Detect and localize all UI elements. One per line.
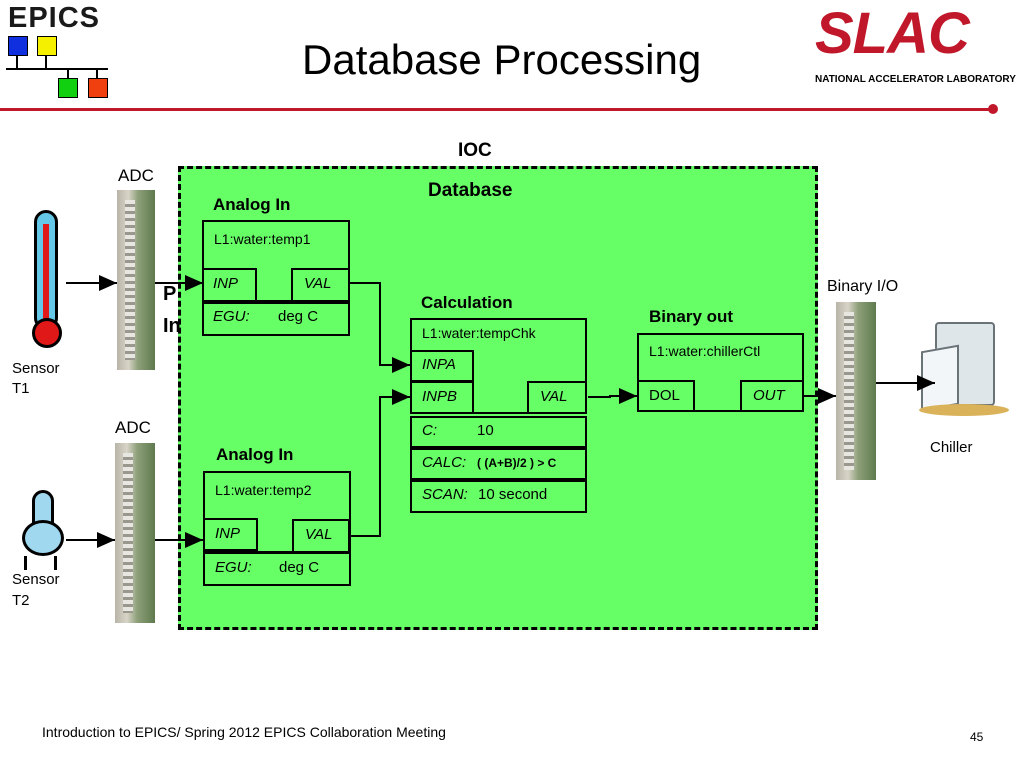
calc-scan-field [410,480,587,513]
calc-inpa-label: INPA [422,356,456,373]
bo-out-field [740,380,804,412]
binary-io-label: Binary I/O [827,278,899,295]
ai1-inp-field [202,268,257,302]
chiller-label: Chiller [930,439,973,456]
arrow-ai1-val-to-inpa [349,282,410,373]
ai2-inp-field [203,518,258,551]
adc2-card-image [115,443,155,623]
footer-text: Introduction to EPICS/ Spring 2012 EPICS… [42,724,446,740]
calc-val-field [527,381,587,414]
ai1-val-label: VAL [304,275,332,292]
header-rule-dot [988,104,998,114]
ai2-egu-field [203,552,351,586]
thermometer-icon [22,210,72,360]
ai1-inp-label: INP [213,275,239,292]
page-number: 45 [970,730,984,744]
ioc-label: IOC [458,140,492,161]
slac-subtitle: NATIONAL ACCELERATOR LABORATORY [815,74,1016,85]
ai2-egu-label: EGU: [215,559,252,576]
calc-calc-field [410,448,587,480]
calc-record-name: L1:water:tempChk [422,325,536,341]
bo-heading: Binary out [649,307,734,326]
sensor2-label-line2: T2 [12,592,30,609]
ai1-record-name: L1:water:temp1 [214,231,311,247]
calc-heading: Calculation [421,293,513,312]
slac-logo-text: SLAC [815,1,970,66]
epics-logo-icon [0,30,120,100]
bo-record-name: L1:water:chillerCtl [649,343,761,359]
calc-scan-value: 10 second [478,486,548,503]
calc-c-label: C: [422,422,437,439]
ai1-egu-label: EGU: [213,308,250,325]
calc-inpb-field [410,381,474,414]
cartoon-thermometer-icon [14,490,74,575]
adc2-label: ADC [115,418,151,437]
arrow-ai2-val-to-inpb [349,389,410,537]
epics-logo-text: EPICS [8,2,101,34]
bo-record-box [637,333,804,412]
sensor1-label-line1: Sensor [12,360,60,377]
adc1-label: ADC [118,166,154,185]
ai2-val-label: VAL [305,526,333,543]
calc-scan-label: SCAN: [422,486,468,503]
sensor1-label-line2: T1 [12,380,30,397]
chiller-icon [915,318,1011,418]
ai1-egu-field [202,302,350,336]
ai2-heading: Analog In [216,445,294,464]
ai2-inp-label: INP [215,525,241,542]
bo-out-label: OUT [753,387,785,404]
sensor2-label-line1: Sensor [12,571,60,588]
calc-c-field [410,416,587,448]
ai2-record-name: L1:water:temp2 [215,482,312,498]
calc-c-value: 10 [477,422,494,439]
page-title: Database Processing [302,36,702,83]
calc-val-label: VAL [540,388,568,405]
obscured-text-2: In [163,315,181,337]
calc-inpb-label: INPB [422,388,458,405]
ai1-heading: Analog In [213,195,291,214]
ai1-record-box [202,220,350,302]
bo-dol-field [637,380,695,412]
calc-calc-value: ( (A+B)/2 ) > C [477,456,557,470]
database-label: Database [428,180,513,201]
ai1-val-field [291,268,350,302]
arrow-calc-val-to-dol [588,388,637,404]
header-rule [0,108,992,111]
adc1-card-image [117,190,155,370]
ai2-egu-value: deg C [279,559,320,576]
bo-dol-label: DOL [649,387,680,404]
binary-io-card-image [836,302,876,480]
obscured-text-1: P [163,283,177,305]
calc-calc-label: CALC: [422,454,467,471]
ai1-egu-value: deg C [278,308,319,325]
